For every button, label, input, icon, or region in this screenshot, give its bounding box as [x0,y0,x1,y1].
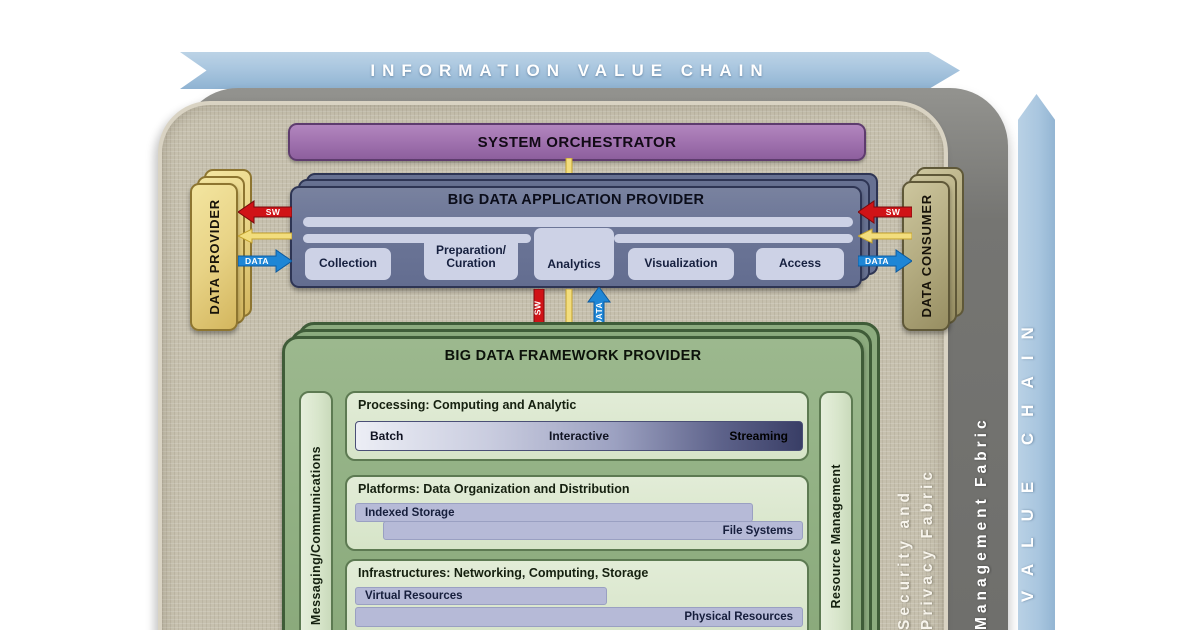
blue-right-arrow-icon [237,249,293,273]
security-privacy-line1: Security and [895,488,913,630]
processing-title: Processing: Computing and Analytic [358,398,577,412]
information-value-chain-banner: INFORMATION VALUE CHAIN [180,52,960,89]
file-systems-label: File Systems [722,524,793,537]
messaging-communications-label: Messaging/Communications [309,446,323,626]
platforms-title: Platforms: Data Organization and Distrib… [358,482,630,496]
curation-label: Curation [446,256,496,270]
app-provider-stripe [303,217,853,227]
interactive-label: Interactive [548,429,610,443]
processing-modes-bar: Batch Interactive Streaming [355,421,803,451]
file-systems-bar: File Systems [383,521,803,540]
sw-arrow-label: SW [885,207,901,217]
resource-management-label: Resource Management [829,463,843,609]
security-privacy-fabric-label: Security and Privacy Fabric [889,390,943,630]
infrastructures-box: Infrastructures: Networking, Computing, … [345,559,809,630]
information-value-chain-label: INFORMATION VALUE CHAIN [370,60,770,80]
blue-right-arrow-icon [857,249,913,273]
batch-label: Batch [370,429,404,443]
provider-data-arrow: DATA [237,249,293,278]
data-consumer-box: DATA CONSUMER [902,181,950,331]
big-data-framework-provider-box: BIG DATA FRAMEWORK PROVIDER Messaging/Co… [282,336,864,630]
activity-analytics: Analytics [534,228,614,280]
infrastructures-title: Infrastructures: Networking, Computing, … [358,566,649,580]
data-arrow-label: DATA [245,256,269,266]
data-arrow-label: DATA [865,256,889,266]
data-provider-box: DATA PROVIDER [190,183,238,331]
it-value-chain-banner [1018,94,1055,630]
it-value-chain-label: IT VALUE CHAIN [1018,311,1037,630]
collection-label: Collection [318,256,377,271]
resource-management-strip: Resource Management [819,391,853,630]
indexed-storage-label: Indexed Storage [365,506,455,519]
management-fabric-label: Management Fabric [961,400,1003,630]
yellow-left-arrow-icon [236,228,293,244]
activity-collection: Collection [305,248,391,280]
indexed-storage-bar: Indexed Storage [355,503,753,522]
yellow-left-arrow-icon [856,228,913,244]
visualization-label: Visualization [644,256,718,271]
framework-provider-title: BIG DATA FRAMEWORK PROVIDER [444,348,702,364]
provider-sw-arrow: SW [237,200,293,229]
provider-yellow-arrow [236,228,293,249]
processing-box: Processing: Computing and Analytic Batch… [345,391,809,461]
app-provider-title: BIG DATA APPLICATION PROVIDER [447,192,705,208]
activity-preparation-curation: Preparation/ Curation [424,234,518,280]
virtual-resources-label: Virtual Resources [365,590,463,602]
activity-access: Access [756,248,844,280]
system-orchestrator-box: SYSTEM ORCHESTRATOR [288,123,866,161]
platforms-box: Platforms: Data Organization and Distrib… [345,475,809,551]
activity-visualization: Visualization [628,248,734,280]
security-privacy-line2: Privacy Fabric [918,468,936,630]
analytics-label: Analytics [547,256,601,271]
physical-resources-label: Physical Resources [684,611,793,623]
app-provider-stripe [303,234,531,243]
physical-resources-bar: Physical Resources [355,607,803,627]
preparation-label: Preparation/ [435,242,507,257]
data-provider-label: DATA PROVIDER [206,199,222,315]
sw-arrow-label: SW [532,300,543,316]
consumer-sw-arrow: SW [857,200,913,229]
big-data-application-provider-box: BIG DATA APPLICATION PROVIDER Collection… [290,186,862,288]
management-fabric-text: Management Fabric [973,416,990,630]
streaming-label: Streaming [729,429,788,443]
access-label: Access [778,256,822,271]
sw-arrow-label: SW [265,207,281,217]
app-provider-stripe [614,234,853,243]
messaging-communications-strip: Messaging/Communications [299,391,333,630]
data-consumer-label: DATA CONSUMER [918,194,934,318]
virtual-resources-bar: Virtual Resources [355,587,607,605]
consumer-data-arrow: DATA [857,249,913,278]
consumer-yellow-arrow [856,228,913,249]
system-orchestrator-label: SYSTEM ORCHESTRATOR [477,133,677,151]
